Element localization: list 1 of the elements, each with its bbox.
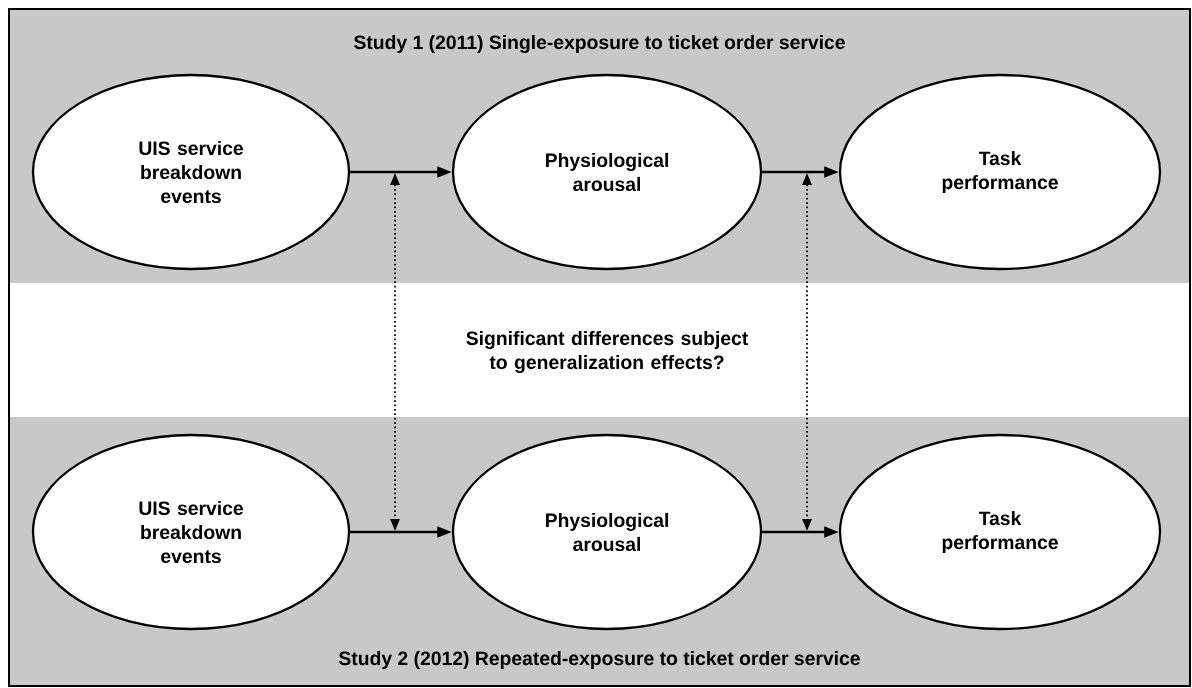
question-text: Significant differences subject to generalization effects? bbox=[466, 330, 749, 374]
